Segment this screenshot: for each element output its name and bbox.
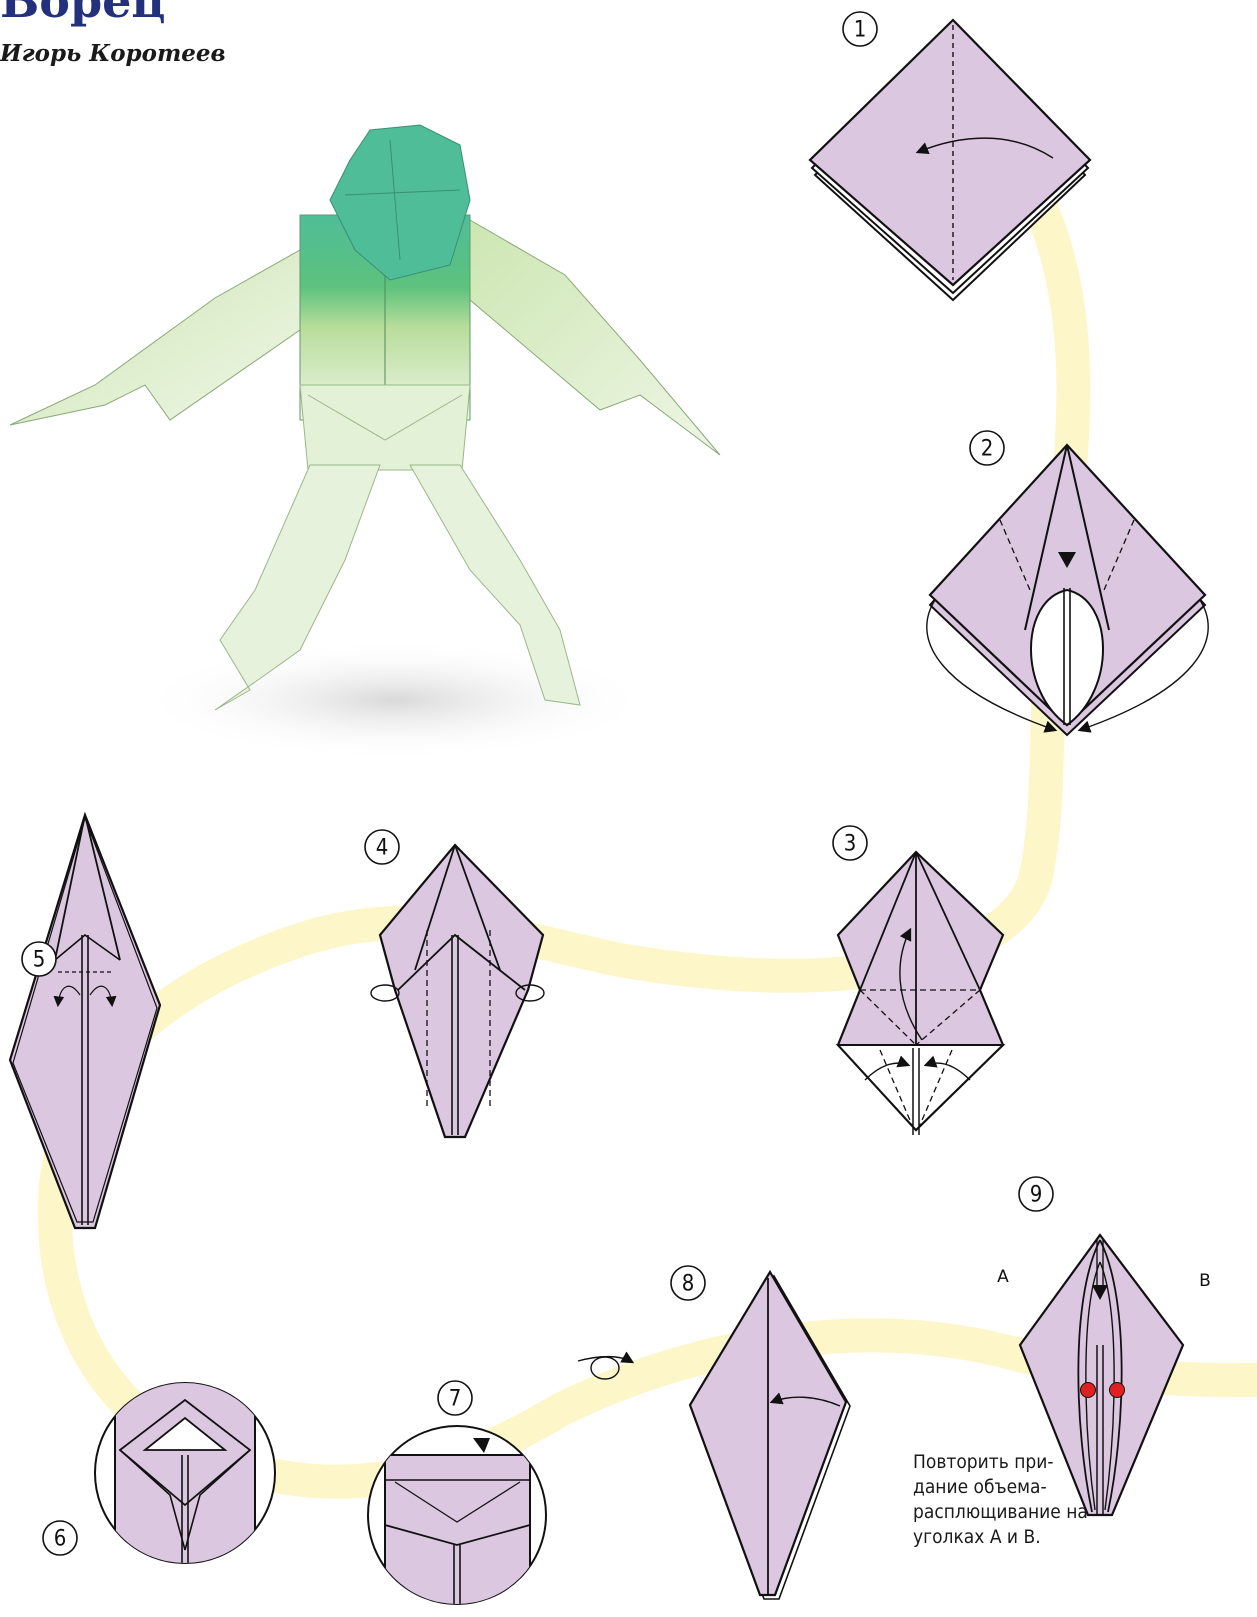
svg-text:4: 4 <box>376 836 389 861</box>
svg-text:1: 1 <box>854 18 867 43</box>
step-2-diagram <box>927 445 1208 735</box>
svg-text:3: 3 <box>844 832 857 857</box>
step-number-1: 1 <box>843 12 877 46</box>
step-5-diagram <box>10 815 160 1228</box>
origami-wrestler-figure <box>10 125 720 760</box>
red-dot-b <box>1110 1383 1125 1398</box>
corner-label-a: A <box>997 1267 1009 1287</box>
step-number-5: 5 <box>22 942 56 976</box>
svg-text:8: 8 <box>682 1272 695 1297</box>
step-6-zoom <box>95 1380 275 1570</box>
step-number-6: 6 <box>43 1521 77 1555</box>
svg-text:2: 2 <box>981 437 994 462</box>
step-number-3: 3 <box>833 826 867 860</box>
instruction-note: Повторить при- дание объема- расплющиван… <box>913 1450 1173 1550</box>
svg-text:9: 9 <box>1030 1183 1043 1208</box>
step-3-diagram <box>838 852 1003 1135</box>
step-number-2: 2 <box>970 431 1004 465</box>
step-7-zoom <box>368 1426 546 1615</box>
note-line: уголках A и B. <box>913 1525 1173 1550</box>
step-number-9: 9 <box>1019 1177 1053 1211</box>
corner-label-b: B <box>1199 1271 1211 1291</box>
step-number-4: 4 <box>365 830 399 864</box>
note-line: Повторить при- <box>913 1450 1173 1475</box>
svg-text:6: 6 <box>54 1527 67 1552</box>
svg-text:7: 7 <box>449 1387 462 1412</box>
note-line: расплющивание на <box>913 1500 1173 1525</box>
step-number-7: 7 <box>438 1381 472 1415</box>
red-dot-a <box>1081 1383 1096 1398</box>
step-4-diagram <box>371 845 544 1137</box>
note-line: дание объема- <box>913 1475 1173 1500</box>
step-number-8: 8 <box>671 1266 705 1300</box>
svg-text:5: 5 <box>33 948 46 973</box>
